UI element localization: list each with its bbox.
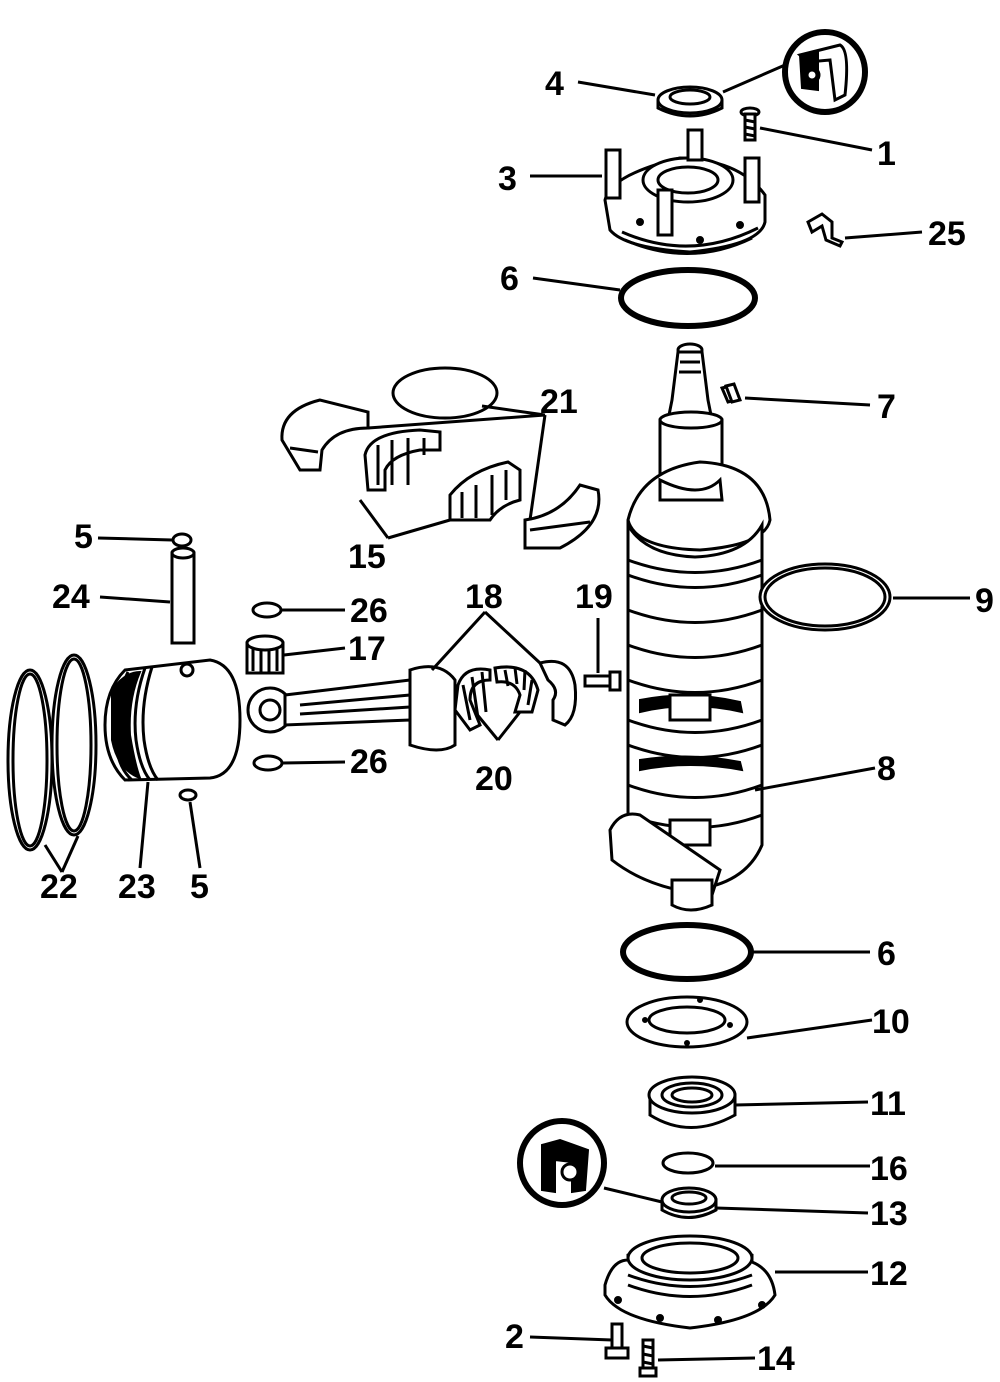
callout-6-lower: 6 <box>877 935 896 973</box>
screw-1 <box>739 106 761 142</box>
rod-bearing-parts-upper <box>280 366 601 550</box>
lower-seal-13 <box>660 1186 718 1219</box>
callout-14: 14 <box>757 1340 795 1378</box>
callout-23: 23 <box>118 868 156 906</box>
retaining-ring-9 <box>758 562 892 632</box>
screw-14 <box>638 1338 658 1378</box>
thrust-washer-upper <box>251 601 283 619</box>
piston-rings-22 <box>6 653 98 852</box>
callout-22: 22 <box>40 868 78 906</box>
piston-23 <box>103 658 242 782</box>
callout-19: 19 <box>575 578 613 616</box>
woodruff-key <box>724 382 742 404</box>
callout-13: 13 <box>870 1195 908 1233</box>
o-ring-upper <box>618 267 758 329</box>
callout-15: 15 <box>348 538 386 576</box>
callout-20: 20 <box>475 760 513 798</box>
callout-7: 7 <box>877 388 896 426</box>
rod-bolt-19 <box>583 670 622 692</box>
callout-8: 8 <box>877 750 896 788</box>
retainer-clip-lower <box>178 788 198 802</box>
callout-17: 17 <box>348 630 386 668</box>
retainer-plate-10 <box>625 995 749 1049</box>
ball-bearing-11 <box>647 1075 737 1129</box>
upper-bearing-housing <box>603 128 767 255</box>
seal-detail-inset-top <box>782 29 868 115</box>
callout-2: 2 <box>505 1318 524 1356</box>
callout-11: 11 <box>870 1085 906 1123</box>
rod-cap <box>537 659 577 727</box>
callout-25: 25 <box>928 215 966 253</box>
callout-9: 9 <box>975 582 994 620</box>
callout-26-upper: 26 <box>350 592 388 630</box>
o-ring-lower <box>620 922 754 982</box>
clip-25 <box>806 212 845 248</box>
needle-bearing-17 <box>245 634 285 675</box>
callout-18: 18 <box>465 578 503 616</box>
snap-ring-16 <box>661 1151 715 1175</box>
screw-2 <box>604 1322 630 1360</box>
callout-10: 10 <box>872 1003 910 1041</box>
connecting-rod <box>246 665 457 752</box>
upper-seal <box>656 85 724 118</box>
crankshaft <box>608 342 772 912</box>
callout-5-lower: 5 <box>190 868 209 906</box>
seal-detail-inset-bottom <box>517 1118 607 1208</box>
callout-6-upper: 6 <box>500 260 519 298</box>
wrist-pin-24 <box>170 546 196 645</box>
callout-3: 3 <box>498 160 517 198</box>
leader-lines <box>43 63 970 1362</box>
callout-1: 1 <box>877 135 896 173</box>
thrust-washer-lower <box>252 754 284 772</box>
callout-4: 4 <box>545 65 564 103</box>
needle-cages-20 <box>453 665 540 732</box>
retainer-clip-upper <box>171 532 193 548</box>
callout-12: 12 <box>870 1255 908 1293</box>
callout-16: 16 <box>870 1150 908 1188</box>
callout-5-upper: 5 <box>74 518 93 556</box>
callout-26-lower: 26 <box>350 743 388 781</box>
lower-bearing-housing-12 <box>603 1234 777 1330</box>
callout-24: 24 <box>52 578 90 616</box>
callout-21: 21 <box>540 383 578 421</box>
callout-labels: 4 1 3 25 6 7 21 15 5 24 26 17 26 18 19 9… <box>40 65 994 1378</box>
